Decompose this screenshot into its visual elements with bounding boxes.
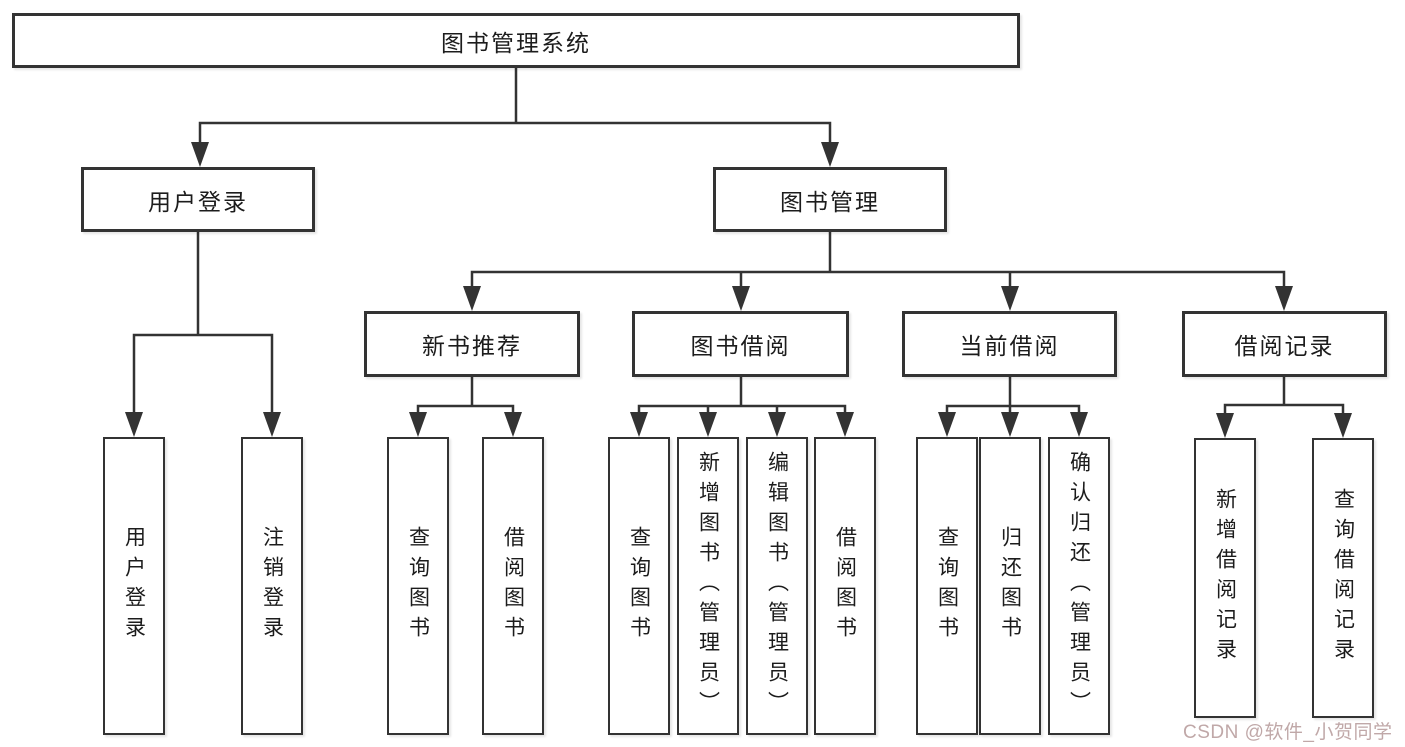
node-borrow-records: 借阅记录	[1182, 311, 1387, 377]
leaf-confirm-return-admin: 确认归还（管理员）	[1048, 437, 1110, 735]
leaf-user-login: 用户登录	[103, 437, 165, 735]
node-book-management: 图书管理	[713, 167, 947, 232]
leaf-edit-books-admin: 编辑图书（管理员）	[746, 437, 808, 735]
leaf-borrow-books: 借阅图书	[482, 437, 544, 735]
node-new-book-recommend: 新书推荐	[364, 311, 580, 377]
csdn-watermark: CSDN @软件_小贺同学	[1183, 722, 1393, 743]
leaf-query-books: 查询图书	[916, 437, 978, 735]
leaf-query-borrow-record: 查询借阅记录	[1312, 438, 1374, 718]
leaf-add-books-admin: 新增图书（管理员）	[677, 437, 739, 735]
leaf-add-borrow-record: 新增借阅记录	[1194, 438, 1256, 718]
leaf-query-books: 查询图书	[387, 437, 449, 735]
leaf-query-books: 查询图书	[608, 437, 670, 735]
node-book-borrow: 图书借阅	[632, 311, 849, 377]
node-current-borrow: 当前借阅	[902, 311, 1117, 377]
leaf-borrow-books: 借阅图书	[814, 437, 876, 735]
node-book-management-system: 图书管理系统	[12, 13, 1020, 68]
leaf-return-books: 归还图书	[979, 437, 1041, 735]
leaf-logout: 注销登录	[241, 437, 303, 735]
node-user-login: 用户登录	[81, 167, 315, 232]
